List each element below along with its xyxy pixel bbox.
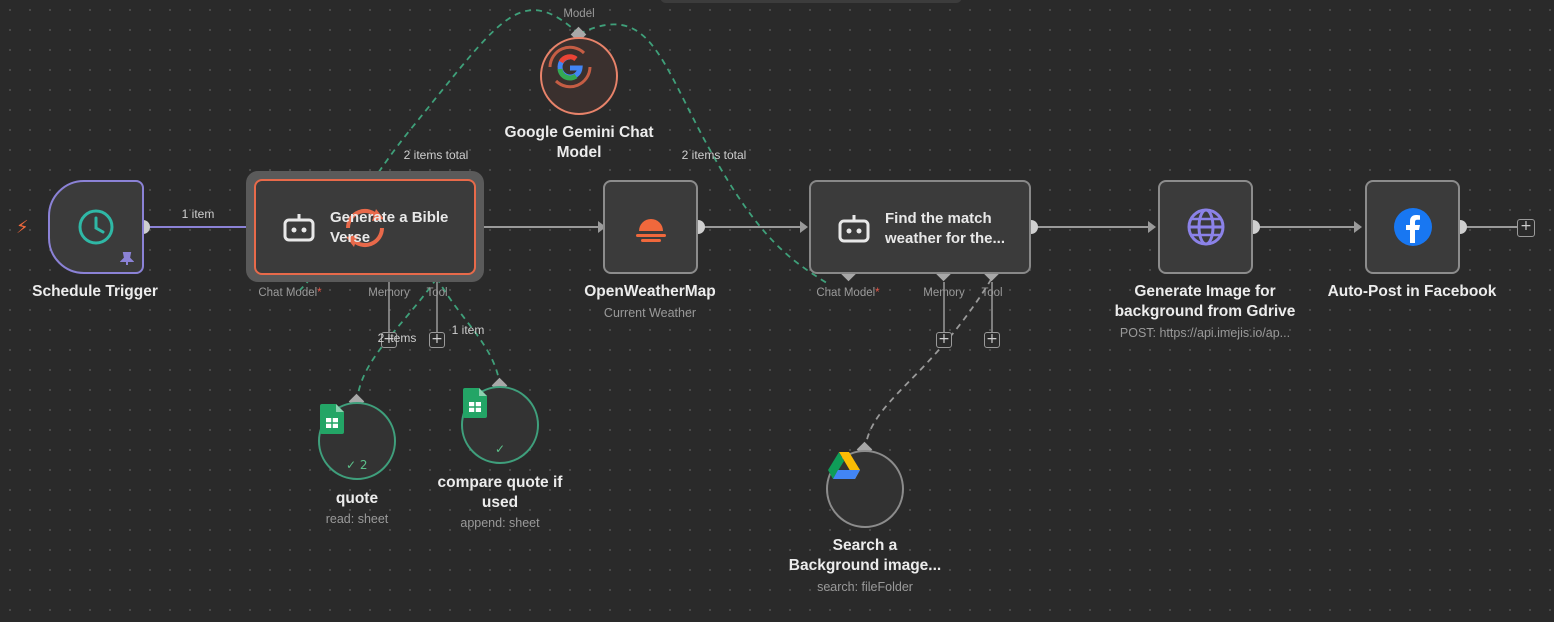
robot-icon (838, 215, 870, 243)
quote-node[interactable]: ✓ 2 (318, 402, 396, 480)
arrow-find (800, 221, 808, 233)
gemini-title-line1: Google Gemini Chat (504, 124, 654, 141)
openweather-title: OpenWeatherMap (584, 283, 716, 300)
schedule-trigger-title: Schedule Trigger (32, 283, 158, 300)
generate-image-subtitle: POST: https://api.imejis.io/ap... (1119, 326, 1291, 340)
find-chat-model-text: Chat Model (816, 287, 876, 299)
generate-verse-label: Generate a Bible Verse (330, 208, 462, 248)
trigger-bolt-icon: ⚡ (16, 217, 29, 238)
compare-quote-subtitle: append: sheet (460, 516, 540, 530)
find-weather-label: Find the match weather for the... (885, 209, 1017, 249)
generate-verse-title-line1: Generate a Bible (330, 209, 449, 226)
verse-add-tool-button[interactable]: + (429, 332, 445, 348)
gemini-node[interactable] (540, 37, 618, 115)
schedule-trigger-node[interactable] (48, 180, 144, 274)
search-background-node[interactable] (826, 450, 904, 528)
facebook-node[interactable] (1365, 180, 1460, 274)
quote-title: quote (335, 490, 379, 507)
search-background-title-line1: Search a (832, 537, 898, 554)
search-background-title-line2: Background image... (788, 557, 942, 574)
edge-label-quote-items: 2 items (377, 331, 417, 345)
facebook-title: Auto-Post in Facebook (1327, 283, 1497, 300)
quote-success-check: ✓ 2 (346, 458, 368, 472)
find-weather-node[interactable]: Find the match weather for the... (809, 180, 1031, 274)
pin-icon (120, 252, 134, 265)
search-background-title: Search a Background image... (789, 536, 941, 576)
gemini-model-port-label: Model (563, 8, 595, 20)
compare-quote-title: compare quote if used (438, 473, 563, 513)
generate-image-title-line2: background from Gdrive (1114, 303, 1296, 320)
verse-required-mark: * (317, 287, 322, 299)
find-add-memory-button[interactable]: + (936, 332, 952, 348)
verse-chat-model-text: Chat Model (258, 287, 318, 299)
tool-wire-drive-to-find (864, 277, 993, 451)
find-tool-label: Tool (981, 287, 1003, 299)
find-weather-title-line2: weather for the... (885, 230, 1006, 247)
find-memory-label: Memory (923, 287, 965, 299)
gemini-title: Google Gemini Chat Model (505, 123, 654, 163)
generate-image-title: Generate Image for background from Gdriv… (1115, 282, 1296, 322)
robot-icon (283, 214, 315, 242)
generate-image-title-line1: Generate Image for (1134, 283, 1276, 300)
edge-label-trigger: 1 item (181, 207, 215, 221)
edge-label-compare-items: 1 item (451, 323, 485, 337)
top-panel-edge (660, 0, 962, 3)
sunset-icon (635, 219, 666, 242)
openweather-node[interactable] (603, 180, 698, 274)
quote-item-count: 2 (359, 458, 368, 472)
generate-verse-title-line2: Verse (330, 229, 371, 246)
compare-quote-node[interactable]: ✓ (461, 386, 539, 464)
google-drive-icon (828, 452, 860, 479)
arrow-facebook (1354, 221, 1362, 233)
google-sheets-icon (463, 388, 487, 418)
verse-tool-label: Tool (426, 287, 448, 299)
edge-label-gemini-find: 2 items total (681, 148, 747, 162)
edge-label-gemini-verse: 2 items total (403, 148, 469, 162)
find-required-mark: * (875, 287, 880, 299)
google-sheets-icon (320, 404, 344, 434)
compare-quote-title-line1: compare quote if (437, 474, 563, 491)
search-background-subtitle: search: fileFolder (817, 580, 913, 594)
verse-add-memory-button[interactable]: + (381, 332, 397, 348)
find-add-tool-button[interactable]: + (984, 332, 1000, 348)
find-weather-title-line1: Find the match (885, 210, 992, 227)
openweather-subtitle: Current Weather (603, 306, 697, 320)
clock-icon (78, 209, 114, 245)
verse-memory-label: Memory (368, 287, 410, 299)
compare-success-check: ✓ (495, 442, 506, 456)
facebook-icon (1393, 208, 1432, 246)
generate-image-node[interactable] (1158, 180, 1253, 274)
compare-quote-title-line2: used (481, 494, 519, 511)
find-chat-model-label: Chat Model* (816, 287, 879, 299)
end-add-node-button[interactable]: + (1517, 219, 1535, 237)
google-icon (548, 45, 592, 89)
quote-subtitle: read: sheet (325, 512, 389, 526)
gemini-title-line2: Model (556, 144, 602, 161)
verse-chat-model-label: Chat Model* (258, 287, 321, 299)
loading-spinner-icon (345, 208, 385, 248)
arrow-image (1148, 221, 1156, 233)
globe-icon (1187, 208, 1224, 246)
generate-verse-node[interactable]: Generate a Bible Verse (254, 179, 476, 275)
